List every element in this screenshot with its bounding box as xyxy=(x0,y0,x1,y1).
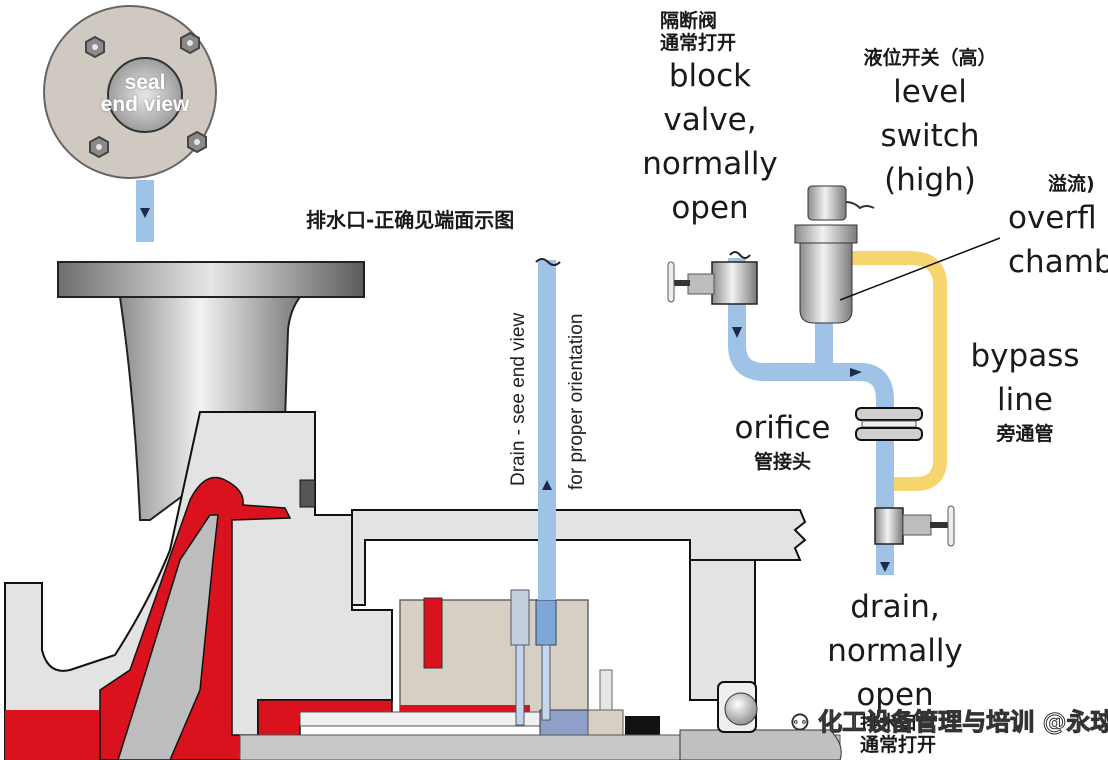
drain-cn-line1: 排水口 xyxy=(860,712,918,734)
drain-pipe-to-seal xyxy=(535,258,561,600)
block-valve-cn-line1: 隔断阀 xyxy=(660,10,718,32)
watermark-text: 化工设备管理与培训 @永球科技 xyxy=(818,708,1108,737)
pump-casing xyxy=(4,411,393,760)
drain-en-line2: normally xyxy=(827,633,963,669)
drain-en-line1: drain, xyxy=(850,589,940,625)
block-valve-cn-line2: 通常打开 xyxy=(660,32,737,54)
orifice-cn: 管接头 xyxy=(753,451,811,473)
level-switch-en-line3: (high) xyxy=(884,162,976,198)
block-valve-en-line3: normally xyxy=(642,146,778,182)
piping-plan xyxy=(667,185,1001,575)
gland-ports xyxy=(510,589,557,726)
seal-end-view-label: seal end view xyxy=(90,72,200,116)
bearing-bracket xyxy=(351,509,807,701)
block-valve-label: 隔断阀 通常打开 block valve, normally open xyxy=(630,10,790,230)
seal-end-view-line1: seal xyxy=(124,71,166,94)
orifice-label: orifice 管接头 xyxy=(725,406,840,474)
drain-en-line3: open xyxy=(856,677,934,713)
bypass-line-en-line1: bypass xyxy=(970,338,1080,374)
block-valve-en-line4: open xyxy=(671,190,749,226)
flow-arrow-icon xyxy=(732,327,742,338)
drain-title-cn: 排水口-正确见端面示图 xyxy=(306,208,515,232)
bypass-line-cn: 旁通管 xyxy=(996,423,1054,445)
orifice-en: orifice xyxy=(734,410,831,446)
level-switch-en-line2: switch xyxy=(880,118,980,154)
drain-vertical-line2: for proper orientation xyxy=(566,313,587,490)
watermark: ⚇ 化工设备管理与培训 @永球科技 xyxy=(790,702,1108,737)
overflow-chamber-label: 溢流) overfl chamb xyxy=(1008,172,1108,284)
overflow-chamber-icon xyxy=(794,185,1001,324)
flow-arrow-icon xyxy=(880,562,890,572)
level-switch-en-line1: level xyxy=(893,74,967,110)
overflow-chamber-en-line2: chamb xyxy=(1008,244,1108,280)
block-valve-en-line2: valve, xyxy=(663,102,757,138)
drain-cn-label: 排水口 通常打开 xyxy=(860,712,936,756)
overflow-chamber-en-line1: overfl xyxy=(1008,200,1097,236)
pump-nozzle xyxy=(57,261,365,521)
bypass-line-en-line2: line xyxy=(997,382,1053,418)
drain-label: drain, normally open xyxy=(815,585,975,717)
wechat-icon: ⚇ xyxy=(790,711,811,737)
seal-end-view xyxy=(43,5,217,242)
bypass-line-label: bypass line 旁通管 xyxy=(960,334,1090,446)
mechanical-seal xyxy=(299,589,660,746)
block-valve-icon xyxy=(667,261,758,305)
bolt-icons xyxy=(85,31,207,159)
bypass-line-pipe xyxy=(840,251,947,491)
shaft-bearing xyxy=(239,681,842,760)
overflow-chamber-cn: 溢流) xyxy=(1048,173,1095,195)
flow-arrow-icon xyxy=(140,208,150,218)
block-valve-en-line1: block xyxy=(668,58,752,94)
drain-cn-line2: 通常打开 xyxy=(860,734,937,756)
seal-end-view-line2: end view xyxy=(100,93,190,116)
level-switch-label: 液位开关（高） level switch (high) xyxy=(840,46,1020,202)
flow-arrow-icon xyxy=(850,368,862,377)
drain-vertical-line1: Drain - see end view xyxy=(508,312,529,486)
orifice-union-icon xyxy=(855,407,923,441)
drain-valve-icon xyxy=(874,505,955,547)
level-switch-cn: 液位开关（高） xyxy=(863,47,997,69)
flow-arrow-icon xyxy=(542,480,552,490)
drain-pipe xyxy=(728,258,894,575)
